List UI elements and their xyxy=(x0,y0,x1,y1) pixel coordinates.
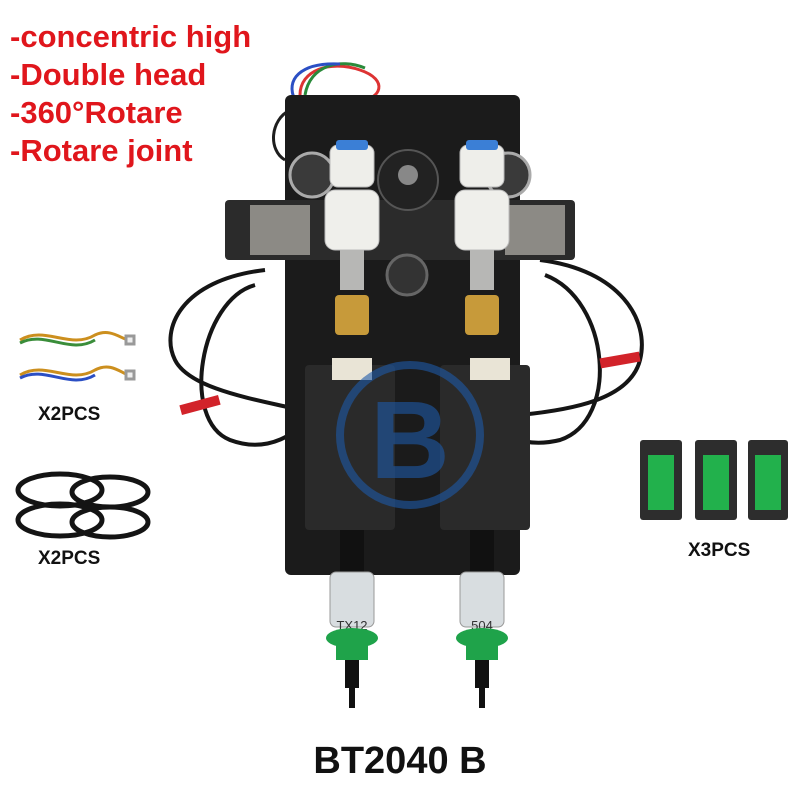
nozzle-right: 504 xyxy=(456,571,508,708)
accessory-cables xyxy=(15,471,151,540)
motor-wires xyxy=(272,62,381,162)
feature-list: -concentric high -Double head -360°Rotar… xyxy=(10,18,251,170)
stepper-motor-right xyxy=(440,365,530,530)
rotary-joint-left xyxy=(324,140,380,335)
drivers-qty-label: X3PCS xyxy=(688,540,751,561)
svg-text:B: B xyxy=(370,379,449,502)
watermark-logo: B xyxy=(336,361,484,509)
rotary-joint-right xyxy=(454,140,510,335)
accessory-drivers xyxy=(640,440,788,520)
stepper-motor-left xyxy=(305,365,395,530)
nozzle-left: TX12 xyxy=(326,571,378,708)
accessory-wires xyxy=(19,331,136,382)
cables-qty-label: X2PCS xyxy=(38,548,101,569)
feature-item: -Rotare joint xyxy=(10,133,193,168)
feature-item: -concentric high xyxy=(10,19,252,54)
model-name: BT2040 B xyxy=(313,740,487,782)
feature-item: -Double head xyxy=(10,57,207,92)
wires-qty-label: X2PCS xyxy=(38,404,101,425)
feature-item: -360°Rotare xyxy=(10,95,183,130)
